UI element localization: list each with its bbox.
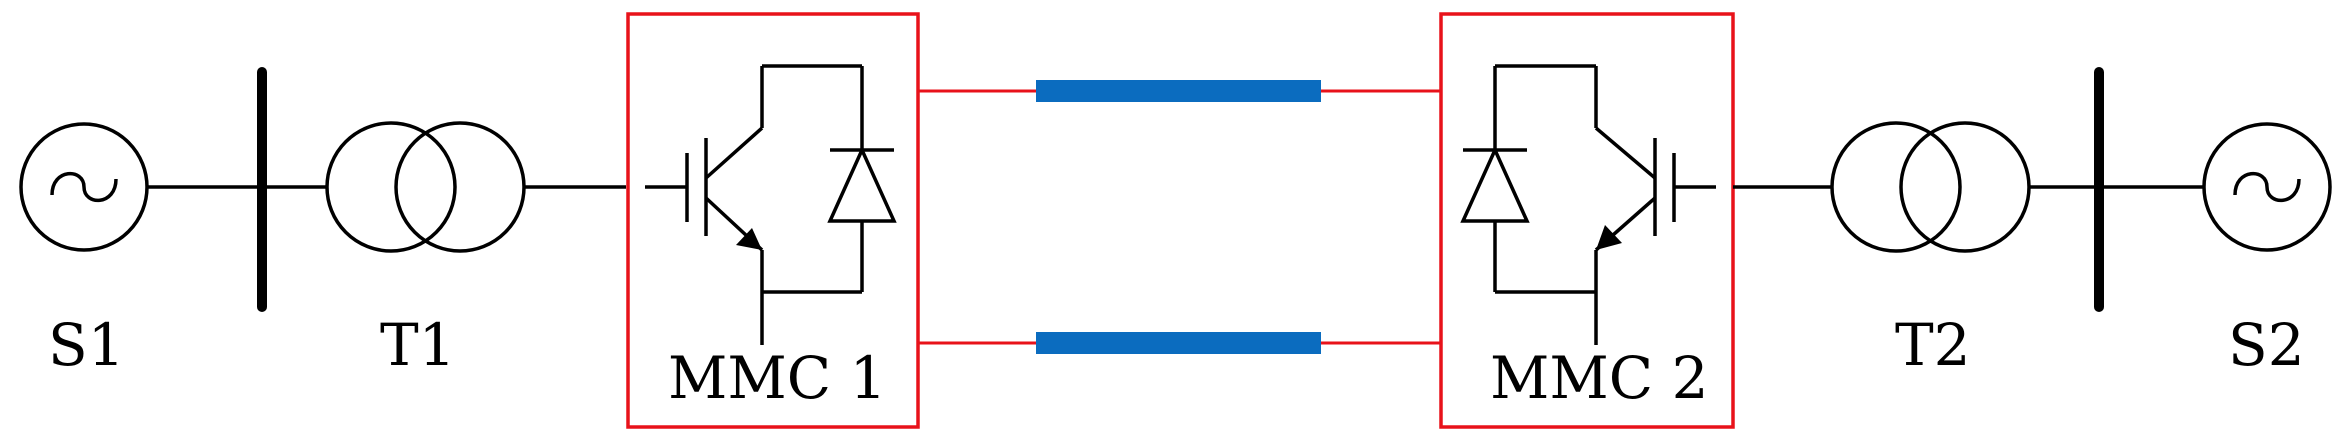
mmc1-box	[626, 12, 920, 429]
mmc2-emitter-arrow-icon	[1596, 225, 1622, 250]
transformer-t2-winding-a	[1830, 121, 1962, 253]
source-s2	[2202, 122, 2332, 252]
mmc2-label: MMC 2	[1490, 344, 1709, 412]
mmc1-label: MMC 1	[668, 344, 887, 412]
ac-sine-s1-icon	[50, 171, 118, 203]
dc-cable-positive	[1036, 80, 1321, 102]
mmc2-diode-icon	[1460, 145, 1530, 223]
mmc2-igbt-diode	[1460, 64, 1716, 345]
transformer-t2-winding-b	[1899, 121, 2031, 253]
dc-link	[918, 80, 1440, 354]
mmc2-box	[1439, 12, 1735, 429]
transformer-t1-winding-b	[394, 121, 526, 253]
t2-label: T2	[1895, 311, 1971, 379]
source-s1	[19, 122, 149, 252]
transformer-t1	[325, 121, 526, 253]
s1-label: S1	[48, 311, 125, 379]
s2-label: S2	[2228, 311, 2305, 379]
mmc1-emitter-arrow-icon	[736, 228, 762, 250]
ac-sine-s2-icon	[2233, 171, 2301, 203]
t1-label: T1	[380, 311, 456, 379]
mmc1-igbt-diode	[645, 64, 897, 345]
dc-cable-negative	[1036, 332, 1321, 354]
transformer-t1-winding-a	[325, 121, 457, 253]
transformer-t2	[1830, 121, 2031, 253]
mmc1-diode-icon	[827, 145, 897, 223]
ac-source-s2-circle	[2202, 122, 2332, 252]
